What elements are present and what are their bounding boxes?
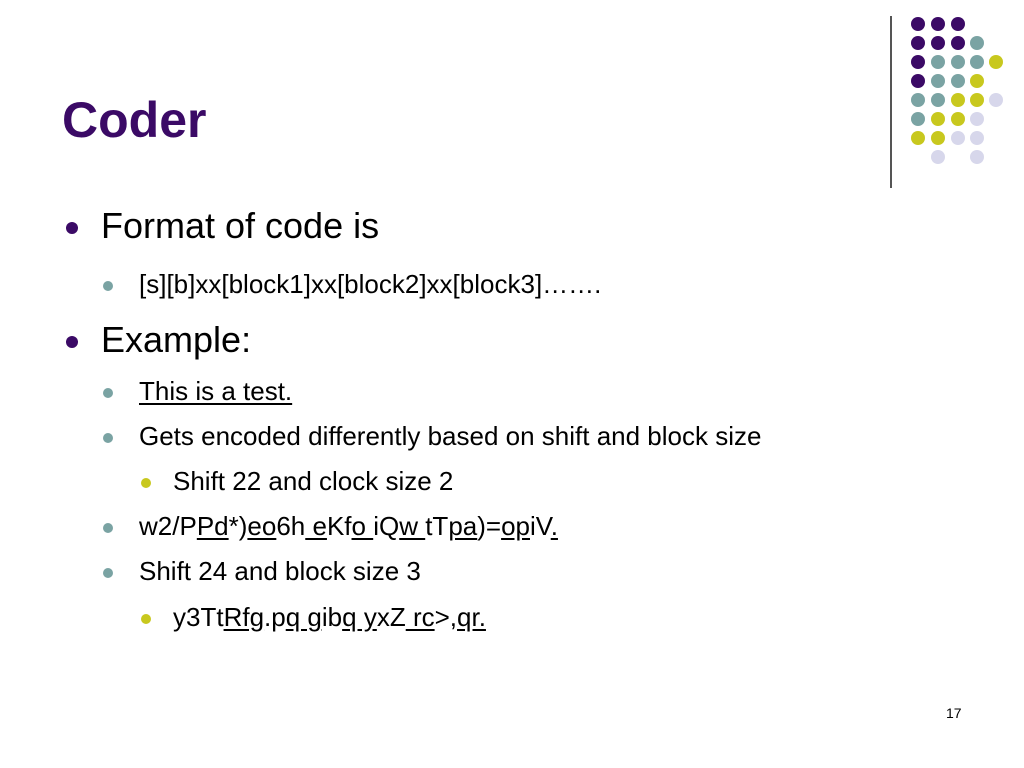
bullet-text: Shift 22 and clock size 2 [173,466,454,496]
decorative-dot [931,74,945,88]
text-segment: Kf [326,511,352,541]
bullet-text: Format of code is [101,205,380,246]
decorative-dot [911,55,925,69]
decorative-dot [931,93,945,107]
decorative-dot [931,55,945,69]
text-segment: iV [530,511,551,541]
text-segment: )= [477,511,502,541]
bullet-item: Gets encoded differently based on shift … [103,420,762,452]
bullet-marker [66,222,78,234]
decorative-dot [951,36,965,50]
decorative-dot [970,93,984,107]
text-segment-underlined: op [501,511,530,541]
decorative-dot [951,93,965,107]
text-segment-underlined: qr. [457,602,486,632]
decorative-dot [970,36,984,50]
decorative-dot [911,74,925,88]
bullet-marker [141,478,151,488]
text-segment-underlined: eo [247,511,277,541]
text-segment-underlined: o [351,511,374,541]
bullet-marker [103,433,113,443]
decorative-dot [911,17,925,31]
text-segment-underlined: q y [342,602,377,632]
text-segment: 6h [276,511,306,541]
text-segment-underlined: q g [285,602,322,632]
text-segment: tT [425,511,449,541]
text-segment: ib [321,602,343,632]
text-segment: w2/P [139,511,197,541]
decorative-dot [911,131,925,145]
decorative-dot [951,17,965,31]
decorative-dot [911,112,925,126]
text-segment: iQ [373,511,400,541]
bullet-marker [103,523,113,533]
decorative-dot [970,74,984,88]
text-segment: .p [264,602,286,632]
decorative-dot [931,150,945,164]
slide-title: Coder [62,92,207,148]
bullet-marker [66,336,78,348]
decorative-dot [970,131,984,145]
decorative-dot [911,36,925,50]
text-segment-underlined: e [305,511,327,541]
text-segment: y3Tt [173,602,224,632]
text-segment: >, [434,602,458,632]
decorative-dot [970,55,984,69]
bullet-item: [s][b]xx[block1]xx[block2]xx[block3]……. [103,268,602,300]
bullet-marker [103,281,113,291]
bullet-text: This is a test. [139,376,293,406]
decorative-dot [951,131,965,145]
decorative-dot [989,93,1003,107]
text-segment: *) [228,511,248,541]
text-segment-underlined: Rfg [223,602,265,632]
bullet-text: [s][b]xx[block1]xx[block2]xx[block3]……. [139,269,602,299]
text-segment-underlined: . [550,511,558,541]
bullet-item: Format of code is [66,205,380,247]
encoded-text: w2/PPd*)eo6h eKfo iQw tTpa)=opiV. [139,510,558,542]
bullet-text: Shift 24 and block size 3 [139,556,421,586]
bullet-item: This is a test. [103,375,293,407]
bullet-item: Shift 22 and clock size 2 [141,465,454,497]
bullet-marker [141,614,151,624]
decorative-dot [989,55,1003,69]
bullet-marker [103,388,113,398]
bullet-item: Example: [66,319,252,361]
bullet-item: y3TtRfg.pq gibq yxZ rc>,qr. [141,601,486,633]
decorative-dot [951,55,965,69]
bullet-item: w2/PPd*)eo6h eKfo iQw tTpa)=opiV. [103,510,558,542]
page-number: 17 [946,705,962,721]
decorative-dot [970,150,984,164]
text-segment-underlined: w [399,511,426,541]
bullet-text: Gets encoded differently based on shift … [139,421,762,451]
decorative-dot [931,36,945,50]
encoded-text: y3TtRfg.pq gibq yxZ rc>,qr. [173,601,486,633]
text-segment: xZ [376,602,406,632]
bullet-item: Shift 24 and block size 3 [103,555,421,587]
bullet-marker [103,568,113,578]
decorative-dot [970,112,984,126]
decorative-dot [911,93,925,107]
decorative-dot [951,112,965,126]
decorative-dot [951,74,965,88]
decorative-dot [931,131,945,145]
decorative-divider [890,16,892,188]
text-segment-underlined: rc [405,602,435,632]
text-segment-underlined: Pd [196,511,229,541]
text-segment-underlined: pa [448,511,478,541]
decorative-dot [931,112,945,126]
decorative-dot [931,17,945,31]
bullet-text: Example: [101,319,252,360]
